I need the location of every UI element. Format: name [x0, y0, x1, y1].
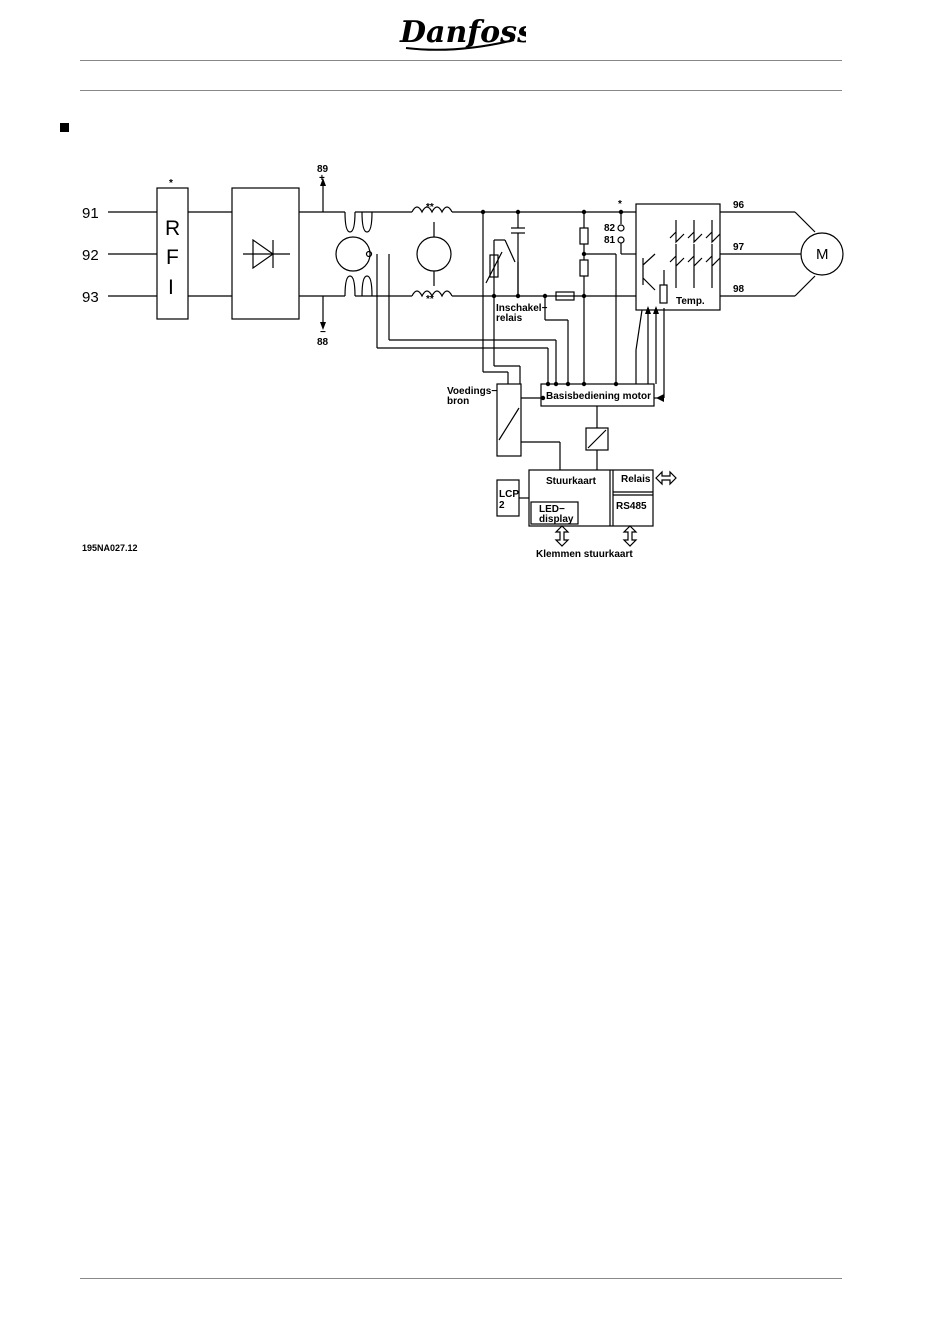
- basic-motor-control-label: Basisbediening motor: [546, 391, 651, 402]
- rfi-letter-r: R: [165, 217, 180, 240]
- terminal-89-sign: +: [319, 173, 325, 184]
- control-terminals-label: Klemmen stuurkaart: [536, 549, 633, 560]
- igbt-group: [670, 220, 720, 288]
- figure-id: 195NA027.12: [82, 543, 138, 553]
- terminal-93: 93: [82, 289, 99, 306]
- control-card-label: Stuurkaart: [546, 476, 597, 487]
- terminal-96: 96: [733, 200, 745, 211]
- lcp-label-1: LCP: [499, 489, 519, 500]
- power-supply-label-2: bron: [447, 396, 469, 407]
- footer-rule: [80, 1278, 842, 1279]
- relay-label: Relais: [621, 474, 651, 485]
- inrush-relay-label-2: relais: [496, 313, 523, 324]
- rfi-letter-i: I: [168, 276, 174, 299]
- rfi-star: *: [169, 178, 173, 189]
- motor-label: M: [816, 246, 829, 263]
- rfi-letter-f: F: [166, 246, 179, 269]
- coil-stars-bottom: **: [426, 294, 434, 305]
- terminal-81: 81: [604, 235, 616, 246]
- circuit-diagram: 91 92 93 * R F I 89 + − 88 ** ** * 82 81…: [0, 0, 950, 600]
- inverter-box: [636, 204, 720, 310]
- led-arrow-icon: [556, 526, 568, 546]
- terminal-88: 88: [317, 337, 329, 348]
- brake-star: *: [618, 199, 622, 210]
- temp-label: Temp.: [676, 296, 705, 307]
- relay-arrow-icon: [656, 472, 676, 484]
- terminal-97: 97: [733, 242, 745, 253]
- current-sensor: [336, 237, 370, 271]
- terminal-82: 82: [604, 223, 616, 234]
- lcp-label-2: 2: [499, 500, 505, 511]
- terminal-92: 92: [82, 247, 99, 264]
- terminal-91: 91: [82, 205, 99, 222]
- led-display-label-2: display: [539, 514, 574, 525]
- terminal-98: 98: [733, 284, 745, 295]
- power-supply-box: [497, 384, 521, 456]
- rs485-label: RS485: [616, 501, 647, 512]
- coil-stars-top: **: [426, 202, 434, 213]
- rs485-arrow-icon: [624, 526, 636, 546]
